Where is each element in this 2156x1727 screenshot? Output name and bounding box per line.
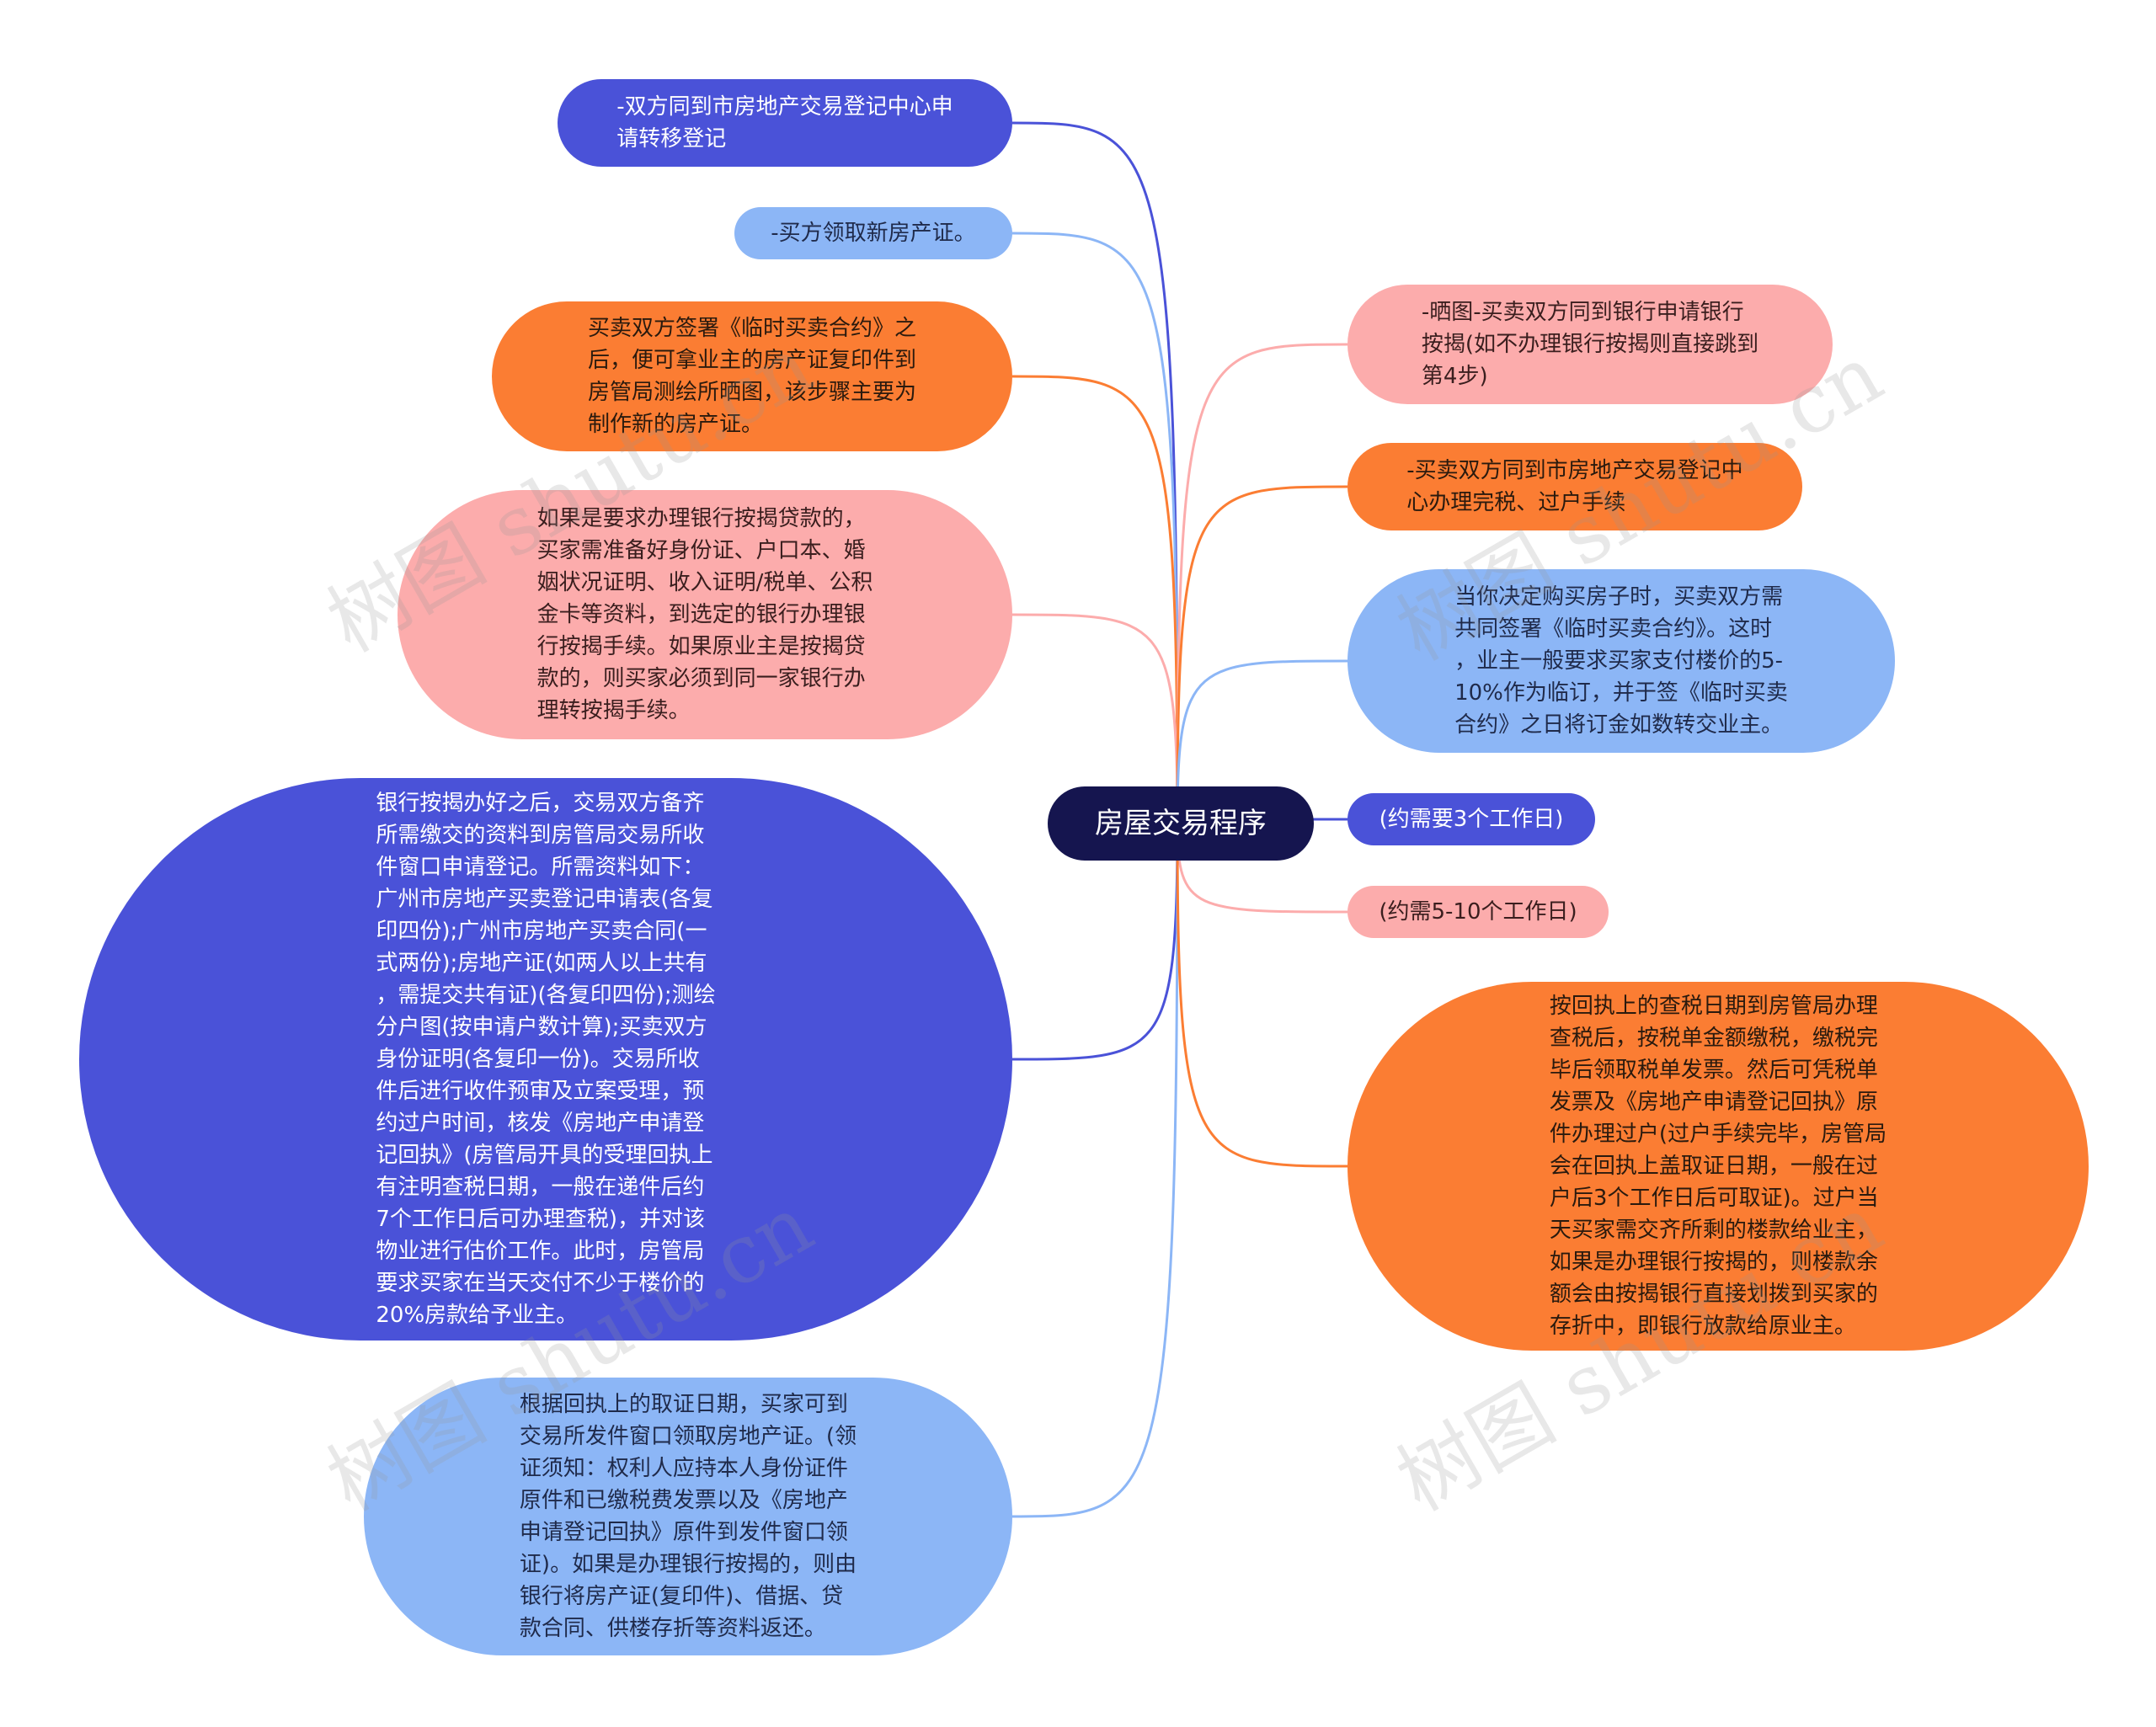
node-tax-payment-transfer[interactable]: 按回执上的查税日期到房管局办理 查税后，按税单金额缴税，缴税完 毕后领取税单发票… — [1348, 982, 2089, 1351]
node-tax-transfer-procedure[interactable]: -买卖双方同到市房地产交易登记中 心办理完税、过户手续 — [1348, 443, 1802, 530]
node-collect-certificate[interactable]: 根据回执上的取证日期，买家可到 交易所发件窗口领取房地产证。(领 证须知：权利人… — [364, 1378, 1012, 1655]
node-label: -双方同到市房地产交易登记中心申 请转移登记 — [616, 94, 953, 152]
node-five-ten-working-days[interactable]: (约需5-10个工作日) — [1348, 886, 1609, 938]
node-label: -买方领取新房产证。 — [771, 221, 976, 246]
node-transfer-registration[interactable]: -双方同到市房地产交易登记中心申 请转移登记 — [558, 79, 1012, 167]
node-label: 按回执上的查税日期到房管局办理 查税后，按税单金额缴税，缴税完 毕后领取税单发票… — [1549, 994, 1887, 1339]
root-node[interactable]: 房屋交易程序 — [1048, 786, 1314, 861]
node-sign-temporary-contract[interactable]: 当你决定购买房子时，买卖双方需 共同签署《临时买卖合约》。这时 ，业主一般要求买… — [1348, 569, 1895, 753]
connector-left-3 — [1011, 613, 1179, 824]
node-bank-mortgage-preparation[interactable]: 如果是要求办理银行按揭贷款的， 买家需准备好身份证、户口本、婚 姻状况证明、收入… — [398, 490, 1012, 739]
node-receive-new-certificate[interactable]: -买方领取新房产证。 — [734, 207, 1012, 259]
connector-left-0 — [1011, 121, 1179, 824]
node-registration-documents[interactable]: 银行按揭办好之后，交易双方备齐 所需缴交的资料到房管局交易所收 件窗口申请登记。… — [79, 778, 1012, 1341]
node-label: 当你决定购买房子时，买卖双方需 共同签署《临时买卖合约》。这时 ，业主一般要求买… — [1454, 584, 1788, 738]
node-temporary-contract-drawing[interactable]: 买卖双方签署《临时买卖合约》之 后，便可拿业主的房产证复印件到 房管局测绘所晒图… — [492, 301, 1012, 451]
connector-right-5 — [1176, 823, 1348, 1168]
node-drawing-bank-application[interactable]: -晒图-买卖双方同到银行申请银行 按揭(如不办理银行按揭则直接跳到 第4步) — [1348, 285, 1833, 404]
connector-left-1 — [1011, 232, 1179, 824]
connector-right-0 — [1176, 343, 1348, 824]
node-label: (约需要3个工作日) — [1379, 807, 1564, 832]
connector-left-5 — [1011, 823, 1179, 1518]
connector-right-1 — [1176, 485, 1348, 824]
node-label: -晒图-买卖双方同到银行申请银行 按揭(如不办理银行按揭则直接跳到 第4步) — [1421, 300, 1759, 389]
node-label: -买卖双方同到市房地产交易登记中 心办理完税、过户手续 — [1406, 458, 1743, 515]
node-label: (约需5-10个工作日) — [1379, 899, 1577, 925]
node-label: 银行按揭办好之后，交易双方备齐 所需缴交的资料到房管局交易所收 件窗口申请登记。… — [376, 791, 716, 1328]
root-label: 房屋交易程序 — [1095, 807, 1267, 840]
connector-right-2 — [1176, 659, 1348, 824]
connector-left-2 — [1011, 375, 1179, 824]
node-label: 根据回执上的取证日期，买家可到 交易所发件窗口领取房地产证。(领 证须知：权利人… — [519, 1392, 857, 1641]
node-label: 如果是要求办理银行按揭贷款的， 买家需准备好身份证、户口本、婚 姻状况证明、收入… — [536, 506, 873, 723]
node-label: 买卖双方签署《临时买卖合约》之 后，便可拿业主的房产证复印件到 房管局测绘所晒图… — [587, 316, 916, 437]
node-three-working-days[interactable]: (约需要3个工作日) — [1348, 793, 1595, 845]
